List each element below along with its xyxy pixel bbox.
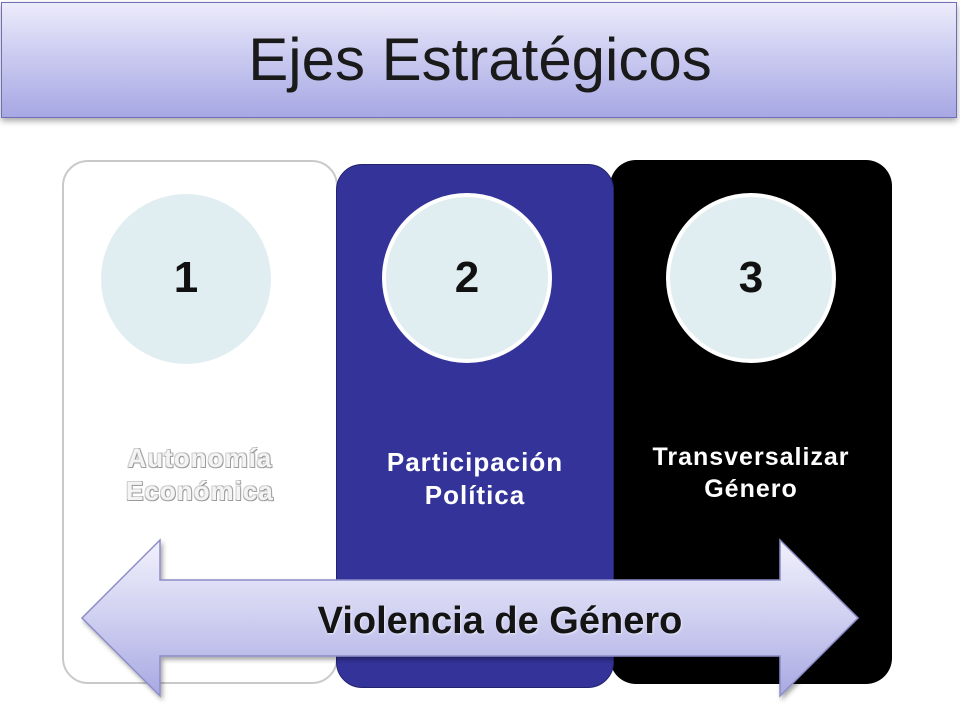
cross-cutting-label: Violencia de Género [317,600,683,642]
axis-label-3-line1: Transversalizar [652,443,850,471]
axis-label-3-line2: Género [704,475,798,503]
axis-label-1-line2: Económica [126,476,274,506]
axis-label-2-line2: Política [424,480,526,510]
axis-label-2-line1: Participación [386,447,564,477]
axis-number-circle-2: 2 [382,193,552,363]
title-bar: Ejes Estratégicos [1,2,957,118]
slide-title: Ejes Estratégicos [248,26,712,93]
axis-number-circle-3: 3 [666,193,836,363]
axis-label-1: Autonomía Económica [62,442,338,508]
axis-label-2: Participación Política [336,446,614,512]
axis-number-circle-1: 1 [101,194,271,364]
axis-label-1-line1: Autonomía [127,443,273,473]
axis-label-3: Transversalizar Género [610,441,892,505]
